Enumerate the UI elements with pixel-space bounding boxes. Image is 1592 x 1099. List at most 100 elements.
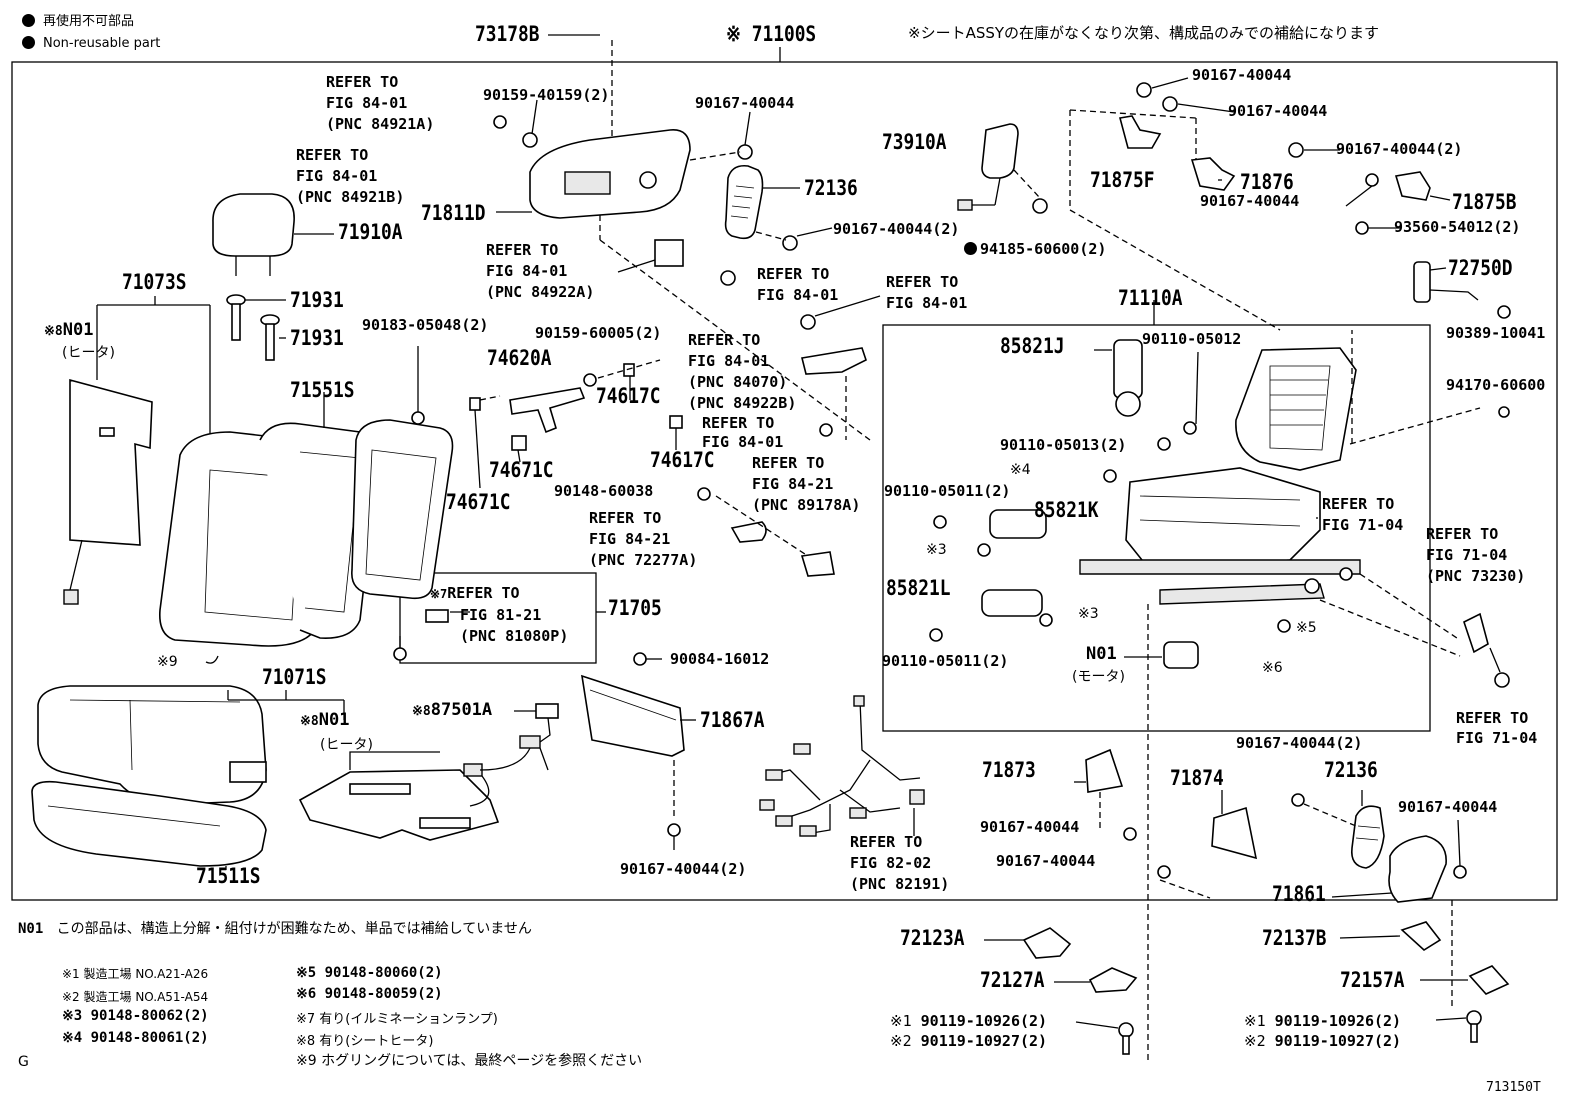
part-93560[interactable]: 93560-54012(2) bbox=[1394, 218, 1521, 236]
part-90167-40044-c[interactable]: 90167-40044 bbox=[1228, 102, 1328, 120]
part-87501A[interactable]: ※887501A bbox=[412, 702, 492, 719]
bottom-right-covers-drawing bbox=[1291, 790, 1467, 903]
mark-1: ※1 bbox=[890, 1012, 912, 1030]
ref-81080P[interactable]: ※7REFER TO FIG 81-21 (PNC 81080P) bbox=[430, 583, 568, 647]
part-71071S[interactable]: 71071S bbox=[262, 665, 327, 689]
ref-73230[interactable]: REFER TO FIG 71-04 (PNC 73230) bbox=[1426, 524, 1525, 587]
part-94185[interactable]: 94185-60600(2) bbox=[964, 242, 1106, 257]
part-71910A[interactable]: 71910A bbox=[338, 220, 403, 244]
part-90167-40044-g[interactable]: 90167-40044 bbox=[1398, 798, 1498, 816]
ref-84921B[interactable]: REFER TO FIG 84-01 (PNC 84921B) bbox=[296, 145, 404, 208]
back-heater-label[interactable]: ※8N01 bbox=[44, 322, 93, 339]
ref-line: REFER TO bbox=[486, 241, 559, 259]
legend-non-reusable-en: Non-reusable part bbox=[22, 36, 160, 51]
motor-label[interactable]: N01 bbox=[1086, 644, 1117, 664]
buckle-drawing bbox=[1463, 612, 1510, 688]
assy-number[interactable]: ※ 71100S bbox=[726, 22, 817, 46]
part-90110-05011-b[interactable]: 90110-05011(2) bbox=[882, 652, 1009, 670]
part-90119-10927-b[interactable]: ※2 90119-10927(2) bbox=[1244, 1034, 1401, 1049]
part-94170[interactable]: 94170-60600 bbox=[1446, 376, 1546, 394]
part-90183[interactable]: 90183-05048(2) bbox=[362, 316, 489, 334]
backrest-frame-drawing bbox=[351, 346, 454, 600]
part-71811D[interactable]: 71811D bbox=[421, 201, 486, 225]
part-71110A[interactable]: 71110A bbox=[1118, 286, 1183, 310]
ref-84-01-b[interactable]: REFER TO FIG 84-01 bbox=[886, 272, 967, 314]
part-72136-b[interactable]: 72136 bbox=[1324, 758, 1378, 782]
part-71875F[interactable]: 71875F bbox=[1090, 168, 1155, 192]
part-90167-40044-a[interactable]: 90167-40044 bbox=[695, 94, 795, 112]
part-85821K[interactable]: 85821K bbox=[1034, 498, 1099, 522]
ref-line-text: REFER TO bbox=[447, 584, 520, 602]
ref-71-04-a[interactable]: REFER TO FIG 71-04 bbox=[1322, 494, 1403, 536]
part-90167-40044-2a[interactable]: 90167-40044(2) bbox=[1336, 140, 1463, 158]
part-71705[interactable]: 71705 bbox=[608, 596, 662, 620]
ref-71-04-b[interactable]: REFER TO FIG 71-04 bbox=[1456, 708, 1537, 748]
part-90110-05012[interactable]: 90110-05012 bbox=[1142, 330, 1242, 348]
non-reusable-bullet bbox=[964, 242, 977, 255]
part-85821J[interactable]: 85821J bbox=[1000, 334, 1065, 358]
part-71875B[interactable]: 71875B bbox=[1452, 190, 1517, 214]
part-90148-60038[interactable]: 90148-60038 bbox=[554, 482, 654, 500]
part-73178B[interactable]: 73178B bbox=[475, 22, 540, 46]
ref-82191[interactable]: REFER TO FIG 82-02 (PNC 82191) bbox=[850, 832, 949, 895]
part-72137B[interactable]: 72137B bbox=[1262, 926, 1327, 950]
part-72750D[interactable]: 72750D bbox=[1448, 256, 1513, 280]
part-90167-40044-d[interactable]: 90167-40044 bbox=[1200, 192, 1300, 210]
part-71073S[interactable]: 71073S bbox=[122, 270, 187, 294]
part-74671C-a[interactable]: 74671C bbox=[489, 458, 554, 482]
part-74617C-a[interactable]: 74617C bbox=[596, 384, 661, 408]
part-90167-40044-2b[interactable]: 90167-40044(2) bbox=[833, 220, 960, 238]
part-71931-b[interactable]: 71931 bbox=[290, 326, 344, 350]
part-71511S[interactable]: 71511S bbox=[196, 864, 261, 888]
airbag-drawing bbox=[957, 123, 1048, 214]
ref-84-01-a[interactable]: REFER TO FIG 84-01 bbox=[757, 264, 838, 306]
part-90167-40044-2c[interactable]: 90167-40044(2) bbox=[620, 860, 747, 878]
part-72157A[interactable]: 72157A bbox=[1340, 968, 1405, 992]
part-71931-a[interactable]: 71931 bbox=[290, 288, 344, 312]
part-90084[interactable]: 90084-16012 bbox=[670, 650, 770, 668]
ref-84070[interactable]: REFER TO FIG 84-01 (PNC 84070) (PNC 8492… bbox=[688, 330, 796, 414]
ref-line: FIG 84-01 bbox=[688, 352, 770, 370]
part-72127A[interactable]: 72127A bbox=[980, 968, 1045, 992]
ref-84921A[interactable]: REFER TO FIG 84-01 (PNC 84921A) bbox=[326, 72, 434, 135]
part-90110-05011-a[interactable]: 90110-05011(2) bbox=[884, 482, 1011, 500]
diagram-frame bbox=[11, 61, 1558, 901]
part-73910A[interactable]: 73910A bbox=[882, 130, 947, 154]
ref-line: (PNC 73230) bbox=[1426, 567, 1526, 585]
ref-89178A[interactable]: REFER TO FIG 84-21 (PNC 89178A) bbox=[752, 453, 860, 516]
part-90167-40044-b[interactable]: 90167-40044 bbox=[1192, 66, 1292, 84]
ref-84-01-c[interactable]: REFER TO FIG 84-01 bbox=[702, 414, 783, 452]
part-74617C-b[interactable]: 74617C bbox=[650, 448, 715, 472]
part-85821L[interactable]: 85821L bbox=[886, 576, 951, 600]
part-90110-05013[interactable]: 90110-05013(2) bbox=[1000, 436, 1127, 454]
part-90167-40044-e[interactable]: 90167-40044 bbox=[980, 818, 1080, 836]
part-71874[interactable]: 71874 bbox=[1170, 766, 1224, 790]
part-90119-10927-a[interactable]: ※2 90119-10927(2) bbox=[890, 1034, 1047, 1049]
part-90119-10926-a[interactable]: ※1 90119-10926(2) bbox=[890, 1014, 1047, 1029]
part-90119-10926-b-text: 90119-10926(2) bbox=[1274, 1012, 1402, 1030]
part-71861[interactable]: 71861 bbox=[1272, 882, 1326, 906]
seat-heater-drawing bbox=[298, 751, 500, 841]
part-90159-40159[interactable]: 90159-40159(2) bbox=[483, 86, 610, 104]
seat-heater-label[interactable]: ※8N01 bbox=[300, 712, 349, 729]
ref-line: (PNC 82191) bbox=[850, 875, 950, 893]
part-72123A[interactable]: 72123A bbox=[900, 926, 965, 950]
ref-72277A[interactable]: REFER TO FIG 84-21 (PNC 72277A) bbox=[589, 508, 697, 571]
part-90159-60005[interactable]: 90159-60005(2) bbox=[535, 324, 662, 342]
part-90167-40044-f[interactable]: 90167-40044 bbox=[996, 852, 1096, 870]
part-90119-10926-b[interactable]: ※1 90119-10926(2) bbox=[1244, 1014, 1401, 1029]
part-71551S[interactable]: 71551S bbox=[290, 378, 355, 402]
part-74620A[interactable]: 74620A bbox=[487, 346, 552, 370]
ref-84922A[interactable]: REFER TO FIG 84-01 (PNC 84922A) bbox=[486, 240, 594, 303]
part-71873[interactable]: 71873 bbox=[982, 758, 1036, 782]
main-harness-drawing bbox=[759, 695, 925, 837]
part-90389[interactable]: 90389-10041 bbox=[1446, 324, 1546, 342]
ref-line: REFER TO bbox=[702, 414, 775, 432]
part-74671C-b[interactable]: 74671C bbox=[446, 490, 511, 514]
part-71876[interactable]: 71876 bbox=[1240, 170, 1294, 194]
part-90167-40044-2d[interactable]: 90167-40044(2) bbox=[1236, 734, 1363, 752]
top-bolts-drawing bbox=[493, 99, 753, 161]
part-71867A[interactable]: 71867A bbox=[700, 708, 765, 732]
part-72136-a[interactable]: 72136 bbox=[804, 176, 858, 200]
